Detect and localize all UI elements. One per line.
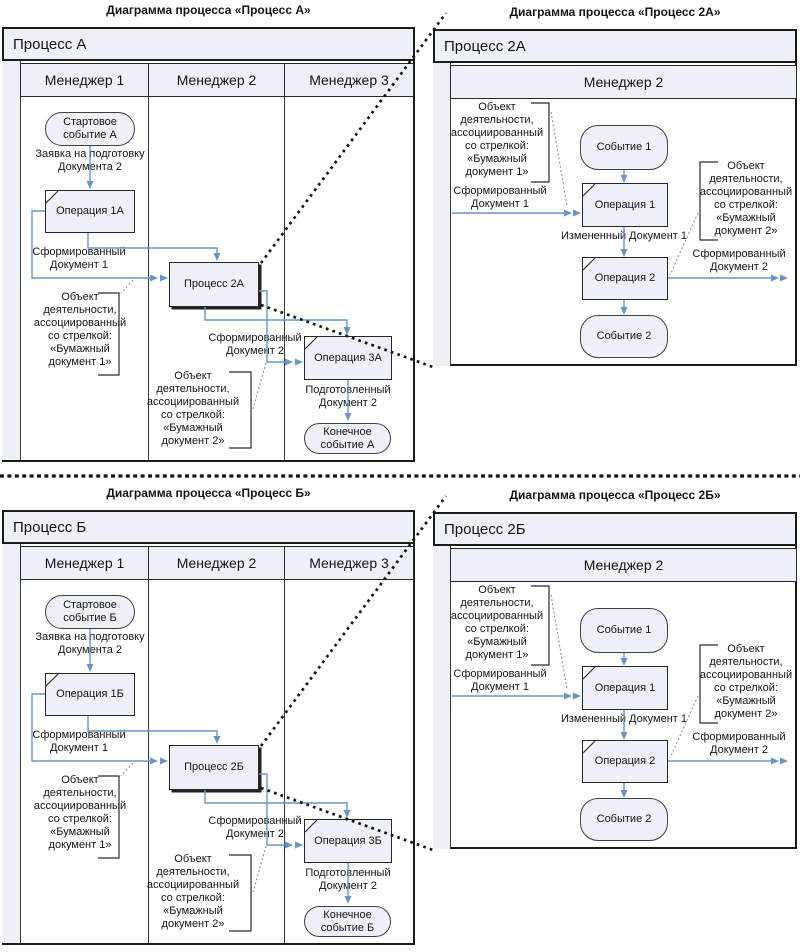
annotation-paper-document-1: Объект деятельности, ассоциированный со … (450, 101, 544, 178)
node-end-event[interactable]: Конечное событие Б (304, 906, 391, 937)
flow-label-request: Заявка на подготовку Документа 2 (35, 631, 145, 656)
fold-corner-icon (583, 258, 596, 271)
fold-corner-icon (583, 741, 596, 754)
swimlane-header-manager-3: Менеджер 3 (284, 63, 414, 97)
swimlane-header-manager-2: Менеджер 2 (148, 546, 285, 580)
node-event-1[interactable]: Событие 1 (580, 125, 668, 170)
node-operation-1[interactable]: Операция 1 (582, 666, 668, 710)
annotation-paper-document-1: Объект деятельности, ассоциированный со … (33, 774, 127, 851)
frame-gutter (2, 61, 21, 460)
diagram-title: Диаграмма процесса «Процесс А» (106, 3, 311, 17)
fold-corner-icon (305, 820, 318, 833)
flow-label-formed-doc-1: Сформированный Документ 1 (32, 729, 126, 754)
node-operation-1[interactable]: Операция 1 (582, 183, 668, 227)
node-label: Операция 3Б (314, 834, 382, 847)
node-operation-3[interactable]: Операция 3А (304, 336, 392, 380)
node-start-event[interactable]: Стартовое событие А (45, 112, 135, 146)
panel-process-2a: Диаграмма процесса «Процесс 2А» Процесс … (433, 0, 800, 372)
swimlane-divider (284, 97, 285, 460)
swimlane-header-manager-2: Менеджер 2 (148, 63, 285, 97)
flow-label-formed-doc-2: Сформированный Документ 2 (692, 731, 786, 756)
fold-corner-icon (46, 674, 59, 687)
flow-label-formed-doc-2: Сформированный Документ 2 (208, 815, 302, 840)
swimlane-header-manager-1: Менеджер 1 (20, 546, 149, 580)
node-label: Операция 2 (594, 272, 656, 284)
node-event-2[interactable]: Событие 2 (580, 798, 668, 841)
node-event-2[interactable]: Событие 2 (580, 315, 668, 358)
frame-gutter (2, 544, 21, 943)
panel-process-b: Диаграмма процесса «Процесс Б» Процесс Б… (0, 483, 420, 952)
node-label: Операция 2 (594, 755, 656, 767)
process-frame-header: Процесс А (2, 27, 415, 61)
diagram-title: Диаграмма процесса «Процесс 2Б» (509, 488, 721, 502)
fold-corner-icon (583, 667, 596, 680)
flow-label-changed-doc-1: Измененный Документ 1 (560, 713, 688, 725)
swimlane-header-manager-3: Менеджер 3 (284, 546, 414, 580)
annotation-paper-document-2: Объект деятельности, ассоциированный со … (699, 643, 793, 720)
flow-label-changed-doc-1: Измененный Документ 1 (560, 230, 688, 242)
annotation-paper-document-1: Объект деятельности, ассоциированный со … (450, 584, 544, 661)
flow-label-request: Заявка на подготовку Документа 2 (35, 148, 145, 173)
annotation-paper-document-2: Объект деятельности, ассоциированный со … (146, 370, 240, 447)
annotation-paper-document-2: Объект деятельности, ассоциированный со … (699, 160, 793, 237)
node-start-event[interactable]: Стартовое событие Б (45, 595, 135, 629)
diagram-title: Диаграмма процесса «Процесс Б» (106, 486, 311, 500)
node-label: Операция 1 (594, 198, 656, 211)
annotation-paper-document-1: Объект деятельности, ассоциированный со … (33, 291, 127, 368)
flow-label-prepared-doc-2: Подготовленный Документ 2 (305, 384, 391, 409)
swimlane-header-manager-2: Менеджер 2 (450, 548, 797, 582)
panel-process-a: Диаграмма процесса «Процесс А» Процесс А… (0, 0, 420, 472)
swimlane-divider (284, 580, 285, 943)
flow-label-formed-doc-1: Сформированный Документ 1 (32, 246, 126, 271)
node-label: Операция 1Б (56, 688, 124, 700)
node-label: Операция 1 (594, 681, 656, 694)
swimlane-header-manager-1: Менеджер 1 (20, 63, 149, 97)
process-frame-header: Процесс 2Б (433, 512, 797, 546)
swimlane-header-manager-2: Менеджер 2 (450, 65, 797, 99)
fold-corner-icon (46, 191, 59, 204)
node-label: Операция 3А (314, 351, 382, 364)
annotation-paper-document-2: Объект деятельности, ассоциированный со … (146, 853, 240, 930)
node-operation-1[interactable]: Операция 1Б (45, 673, 135, 716)
diagram-title: Диаграмма процесса «Процесс 2А» (509, 5, 721, 19)
flow-label-formed-doc-2: Сформированный Документ 2 (692, 248, 786, 273)
flow-label-prepared-doc-2: Подготовленный Документ 2 (305, 867, 391, 892)
node-label: Операция 1А (56, 205, 124, 217)
node-operation-2[interactable]: Операция 2 (582, 257, 668, 300)
node-event-1[interactable]: Событие 1 (580, 608, 668, 653)
process-frame-header: Процесс 2А (433, 29, 797, 63)
flow-label-formed-doc-2: Сформированный Документ 2 (208, 332, 302, 357)
fold-corner-icon (583, 184, 596, 197)
node-operation-2[interactable]: Операция 2 (582, 740, 668, 783)
node-subprocess-2[interactable]: Процесс 2А (169, 262, 259, 307)
process-frame-header: Процесс Б (2, 510, 415, 544)
panel-process-2b: Диаграмма процесса «Процесс 2Б» Процесс … (433, 483, 800, 855)
fold-corner-icon (305, 337, 318, 350)
node-end-event[interactable]: Конечное событие А (304, 423, 391, 454)
node-subprocess-2[interactable]: Процесс 2Б (169, 745, 259, 790)
node-operation-1[interactable]: Операция 1А (45, 190, 135, 233)
flow-label-formed-doc-1: Сформированный Документ 1 (453, 185, 547, 210)
flow-label-formed-doc-1: Сформированный Документ 1 (453, 668, 547, 693)
node-operation-3[interactable]: Операция 3Б (304, 819, 392, 863)
